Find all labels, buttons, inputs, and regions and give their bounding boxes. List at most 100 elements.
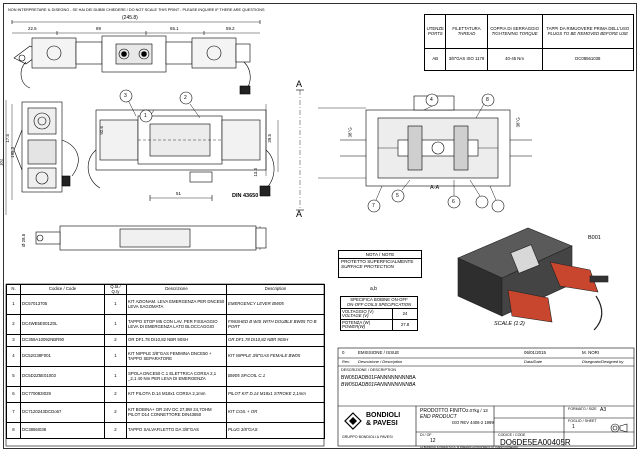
torque-value: 40-45 Nm <box>486 48 543 71</box>
isometric-render <box>457 227 609 331</box>
product-label: PRODOTTO FINITO <box>420 408 466 414</box>
header-note: NON INTERPRETARE IL DISEGNO - SE HAI DEI… <box>8 8 265 12</box>
dim-top-2: 89 <box>96 26 101 31</box>
bom-header-qty: Q.tà / Q.ty <box>104 284 127 295</box>
callout-6: 6 <box>452 199 455 205</box>
footer-note: LA BONDIOLI & PAVESI S.P.A. SI RISERVA L… <box>420 446 519 449</box>
bom-item-number: 3 <box>6 334 21 347</box>
section-view <box>296 89 532 211</box>
company-name-1: BONDIOLI <box>366 412 401 419</box>
bom-header-row: N. Codice / Code Q.tà / Q.ty Descrizione… <box>6 284 325 295</box>
company-logo: BONDIOLI & PAVESI <box>344 410 410 432</box>
power-label: POTENZA (W)POWER(W) <box>340 319 393 331</box>
dim-mid-4: 13.3 <box>252 168 258 177</box>
sheet-value: 1 <box>572 424 575 430</box>
section-label: A-A <box>430 185 440 191</box>
callout-1: 1 <box>144 113 147 119</box>
code-label: CODICE / CODE <box>498 433 526 437</box>
section-letter-top: A <box>296 79 303 89</box>
drawing-code: DO6DE5EA00405R <box>500 438 571 447</box>
bom-item-descrizione: OR DF1.78 DI10,82 NBR 90SH <box>126 334 227 347</box>
power-value: 27.8 <box>392 319 418 331</box>
bom-item-descrizione: KIT AZIONAM. LEVA EMERGENZA PER DNCE50 L… <box>126 294 227 315</box>
note-line-2: SURFACE PROTECTION <box>341 264 395 269</box>
sheets-label: DI / OF <box>420 433 432 437</box>
thread-value: 3/8"GAS ISO 1179 <box>445 48 488 71</box>
bom-item-description: EMERGENCY LEVER BW05 <box>226 294 325 315</box>
dim-mid-1: 92.6 <box>98 126 104 135</box>
bom-header-descrizione: Descrizione <box>126 284 227 295</box>
bom-item-qty: 1 <box>104 366 127 387</box>
ab-label: a,b <box>370 286 377 292</box>
bom-item-qty: 2 <box>104 386 127 403</box>
plugs-value: DC08561038 <box>541 48 635 71</box>
rev-number: 0 <box>342 350 345 355</box>
leader-lines <box>127 99 497 201</box>
voltage-label: VOLTAGGIO (V)VOLTAGE (V) <box>340 308 393 320</box>
ports-value: AB <box>423 48 447 71</box>
dim-left-3: 195.3 <box>10 146 16 158</box>
bom-item-descrizione: TAPPO STOP M5 CON LAV. PER FISSAGGIO LEV… <box>126 314 227 335</box>
bom-item-number: 7 <box>6 402 21 423</box>
note-box: NOTA / NOTE PROTETTO SUPERFICIALMENTE SU… <box>338 250 422 278</box>
dim-mid-3: 51 <box>176 191 181 196</box>
weight: 2.07kg / 13 <box>466 408 488 413</box>
bom-item-code: DC359A10092NBR90 <box>20 334 105 347</box>
bom-item-code: DC770083I029 <box>20 386 105 403</box>
balloons <box>119 89 505 213</box>
dim-left-1: 17.5 <box>4 134 10 143</box>
dim-top-3: 65.1 <box>170 26 179 31</box>
bom-item-qty: 2 <box>104 402 127 423</box>
iso-standard: ISO REV 4406-2 1999 <box>452 420 494 425</box>
voltage-value: 24 <box>392 308 418 320</box>
callout-8: 8 <box>486 97 489 103</box>
bom-item-description: KIT COIL + OR <box>226 402 325 423</box>
dim-right-1: 38°G <box>347 127 353 138</box>
bom-header-description: Description <box>226 284 325 295</box>
bom-header-n: N. <box>6 284 21 295</box>
company-name-2: & PAVESI <box>366 420 398 427</box>
bom-item-qty: 2 <box>104 334 127 347</box>
left-side-view <box>5 100 79 215</box>
bom-item-number: 2 <box>6 314 21 335</box>
dim-right-2: 38°G <box>515 117 521 128</box>
rev-date: 06/01/2015 <box>524 350 546 355</box>
bom-item-qty: 1 <box>104 346 127 367</box>
bom-item-description: PILOT KIT D.14 M18x1 STROKE 2,1mm <box>226 386 325 403</box>
note-line-1: PROTETTO SUPERFICIALMENTE <box>341 259 414 264</box>
bom-item-number: 8 <box>6 422 21 439</box>
rev-designer: M. NORI <box>582 350 600 355</box>
bom-item-number: 5 <box>6 366 21 387</box>
dim-top-4: 59.2 <box>226 26 235 31</box>
din-standard-label: DIN 43650 <box>232 193 259 199</box>
code-line-1: BW05DADB01FANNNNNNNNBA <box>341 375 416 381</box>
bom-item-descrizione: KIT NIPPLE 3/8"GAS FEMMINA DNCE50 + TAPP… <box>126 346 227 367</box>
bom-item-code: DC52G38F001 <box>20 346 105 367</box>
product-label-en: END PRODUCT <box>420 414 457 420</box>
bom-item-code: DC7120243DCDo67 <box>20 402 105 423</box>
format-label: FORMATO / SIZE <box>568 407 597 411</box>
sheet-label: FOGLIO / SHEET <box>568 419 597 423</box>
top-view <box>11 20 261 95</box>
bom-item-description: FINISHED B WIS WITH DOUBLE BW05 TO B POR… <box>226 314 325 335</box>
dim-left-2: 182 <box>0 158 4 167</box>
bom-item-qty: 1 <box>104 294 127 315</box>
callout-2: 2 <box>184 95 187 101</box>
bom-item-description: BW05 SP.COIL C.1 <box>226 366 325 387</box>
rev-description: EMISSIONE / ISSUE <box>358 350 400 355</box>
